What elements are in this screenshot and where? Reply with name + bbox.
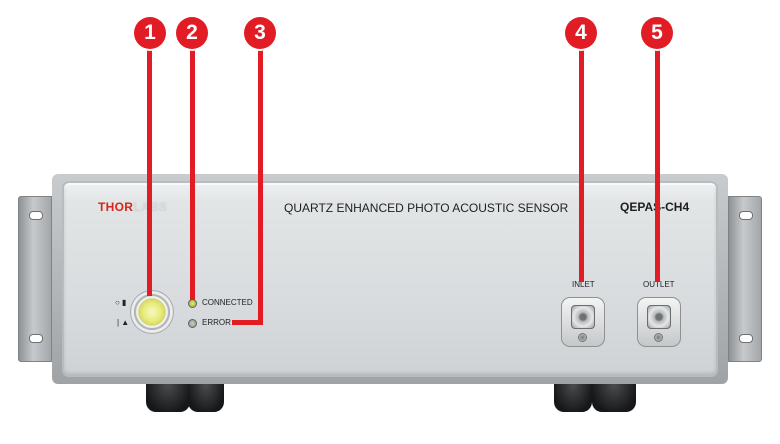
- callout-line-4: [579, 46, 584, 282]
- standby-symbol-icon: ○ ▮: [115, 298, 127, 307]
- bracket-hole: [739, 211, 753, 220]
- error-label: ERROR: [202, 318, 231, 327]
- callout-line-1: [147, 46, 152, 296]
- connected-led: [188, 299, 197, 308]
- bracket-hole: [739, 334, 753, 343]
- left-rack-bracket: [18, 196, 52, 362]
- callout-line-3: [258, 46, 263, 324]
- callout-badge-4: 4: [565, 17, 597, 49]
- model-number: QEPAS-CH4: [620, 200, 689, 214]
- callout-badge-1: 1: [134, 17, 166, 49]
- connected-label: CONNECTED: [202, 298, 253, 307]
- power-on-symbol-icon: | ▲: [117, 318, 130, 327]
- callout-line-5: [655, 46, 660, 282]
- callout-line-2: [190, 46, 195, 300]
- callout-badge-5: 5: [641, 17, 673, 49]
- bracket-hole: [29, 211, 43, 220]
- outlet-screw: [654, 333, 663, 342]
- power-button[interactable]: [134, 294, 170, 330]
- thorlabs-logo: THORLABS: [98, 200, 167, 214]
- callout-line-3-horizontal: [232, 320, 263, 325]
- right-rack-bracket: [728, 196, 762, 362]
- error-led: [188, 319, 197, 328]
- inlet-label: INLET: [572, 280, 595, 289]
- inlet-screw: [578, 333, 587, 342]
- callout-badge-3: 3: [244, 17, 276, 49]
- inlet-nut: [571, 305, 595, 329]
- panel-title: QUARTZ ENHANCED PHOTO ACOUSTIC SENSOR: [284, 201, 569, 215]
- front-panel: [62, 181, 718, 377]
- callout-badge-2: 2: [176, 17, 208, 49]
- outlet-nut: [647, 305, 671, 329]
- outlet-label: OUTLET: [643, 280, 675, 289]
- bracket-hole: [29, 334, 43, 343]
